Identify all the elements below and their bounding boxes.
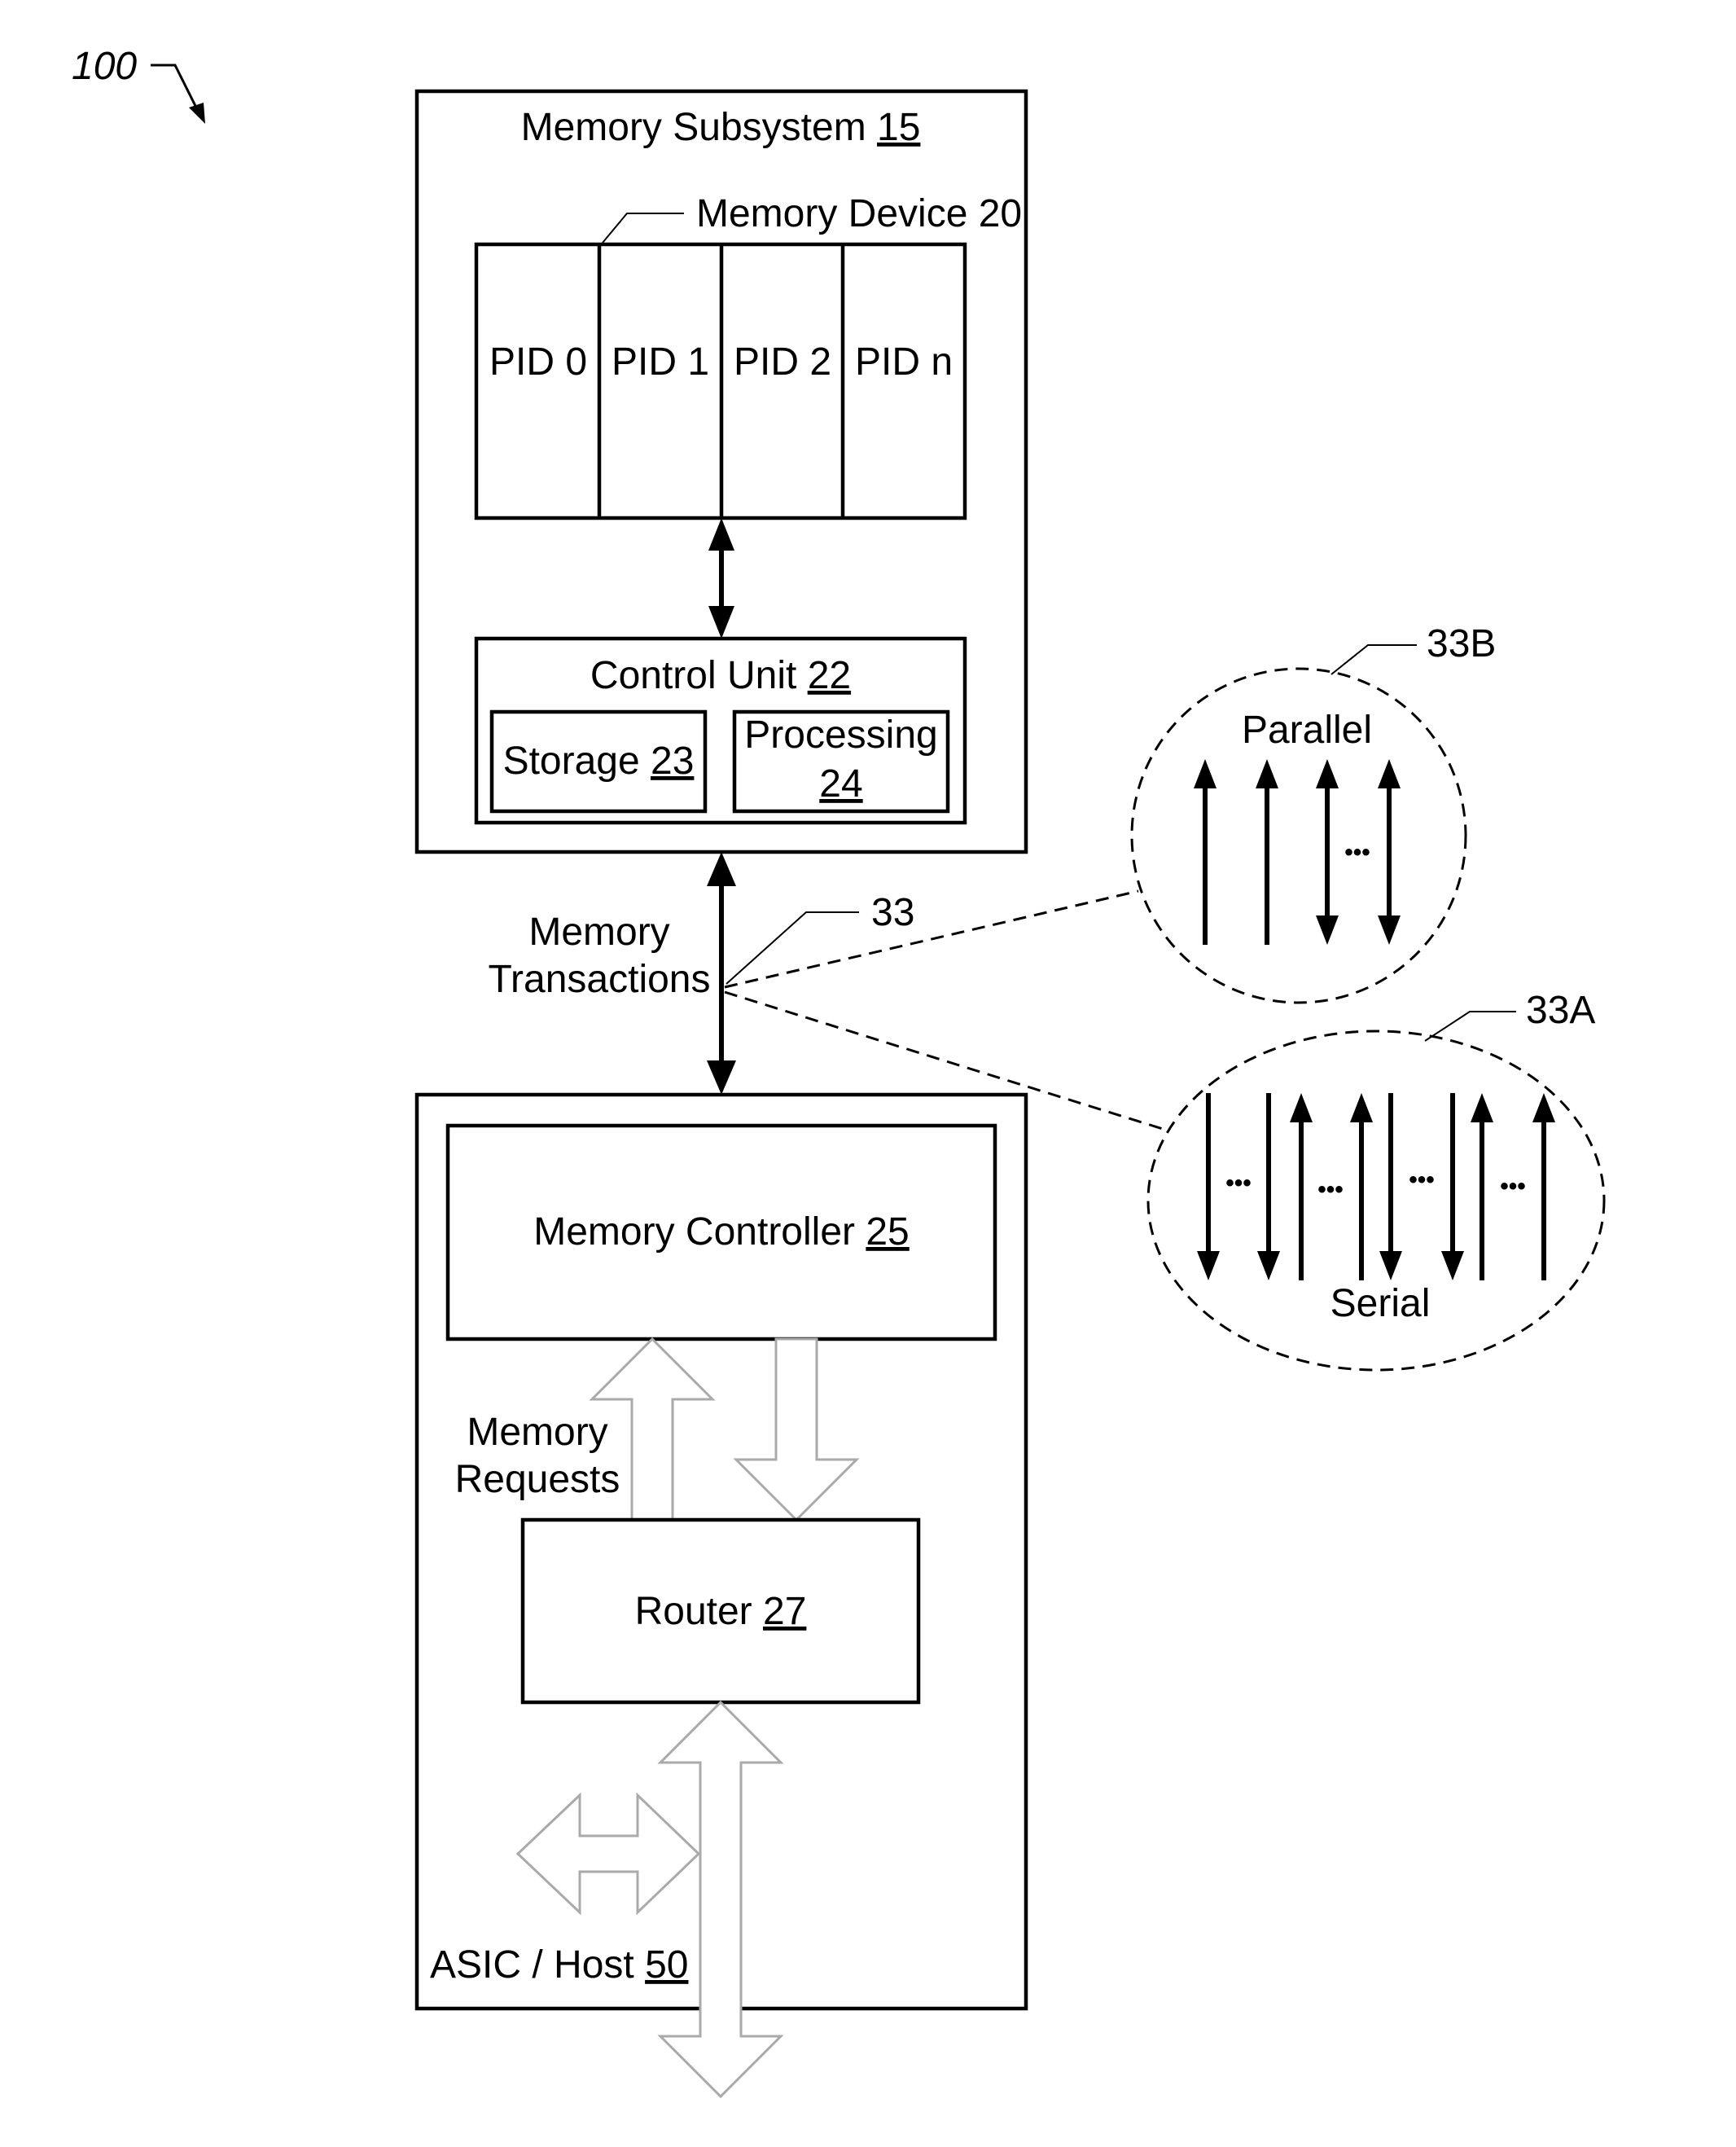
bus-arrowhead-up: [707, 852, 736, 886]
figure-ref-arrowhead: [189, 103, 205, 124]
serial-arrowhead-up: [1350, 1093, 1373, 1122]
parallel-label: Parallel: [1242, 709, 1372, 752]
memory-controller-label: Memory Controller 25: [533, 1210, 910, 1254]
serial-arrowhead-down: [1441, 1251, 1464, 1280]
parallel-arrowhead-down: [1378, 915, 1401, 945]
pid-1-label: PID 1: [612, 340, 709, 384]
parallel-ellipsis: •••: [1344, 839, 1370, 866]
serial-ellipsis: •••: [1225, 1170, 1252, 1196]
memory-requests-label-1: Memory: [467, 1411, 607, 1454]
serial-ellipsis: •••: [1317, 1176, 1344, 1203]
serial-arrowhead-up: [1471, 1093, 1493, 1122]
device-control-arrowhead-up: [708, 518, 734, 551]
memory-transactions-label-2: Transactions: [489, 958, 711, 1001]
serial-callout-line: [725, 992, 1163, 1129]
memory-subsystem-title: Memory Subsystem 15: [521, 106, 921, 149]
router-io-vertical-arrow: [660, 1702, 781, 2097]
serial-arrowhead-down: [1379, 1251, 1402, 1280]
pid-n-label: PID n: [855, 340, 953, 384]
bus-ref-leader: [726, 912, 859, 984]
parallel-arrowhead-up: [1316, 759, 1339, 788]
processing-label: Processing: [744, 713, 937, 757]
memory-requests-label-2: Requests: [455, 1458, 620, 1501]
memory-device-label: Memory Device 20: [696, 192, 1022, 235]
serial-ref-label: 33A: [1526, 989, 1595, 1032]
storage-label: Storage 23: [503, 740, 695, 783]
router-io-horizontal-arrow: [518, 1795, 699, 1912]
parallel-arrowhead-up: [1378, 759, 1401, 788]
parallel-arrowhead-up: [1194, 759, 1217, 788]
memory-device-leader: [603, 213, 684, 243]
serial-arrowhead-up: [1532, 1093, 1555, 1122]
pid-2-label: PID 2: [734, 340, 831, 384]
parallel-ref-label: 33B: [1427, 622, 1496, 665]
serial-arrowhead-down: [1257, 1251, 1280, 1280]
device-control-arrowhead-down: [708, 606, 734, 639]
parallel-arrowhead-up: [1256, 759, 1278, 788]
bus-arrowhead-down: [707, 1060, 736, 1095]
parallel-ref-leader: [1331, 645, 1417, 674]
asic-host-label: ASIC / Host 50: [430, 1943, 688, 1987]
memory-transactions-label-1: Memory: [528, 911, 669, 954]
serial-arrowhead-up: [1290, 1093, 1313, 1122]
serial-ellipsis: •••: [1500, 1173, 1526, 1200]
serial-ellipsis: •••: [1409, 1166, 1435, 1193]
bus-ref-label: 33: [871, 891, 914, 934]
memory-responses-down-arrow: [736, 1339, 857, 1520]
serial-arrowhead-down: [1197, 1251, 1220, 1280]
parallel-callout-line: [725, 891, 1138, 987]
pid-0-label: PID 0: [489, 340, 587, 384]
parallel-arrowhead-down: [1316, 915, 1339, 945]
router-label: Router 27: [635, 1590, 807, 1633]
serial-label: Serial: [1330, 1282, 1431, 1325]
figure-ref-label: 100: [72, 45, 137, 88]
processing-num: 24: [819, 762, 862, 806]
control-unit-title: Control Unit 22: [590, 654, 851, 697]
